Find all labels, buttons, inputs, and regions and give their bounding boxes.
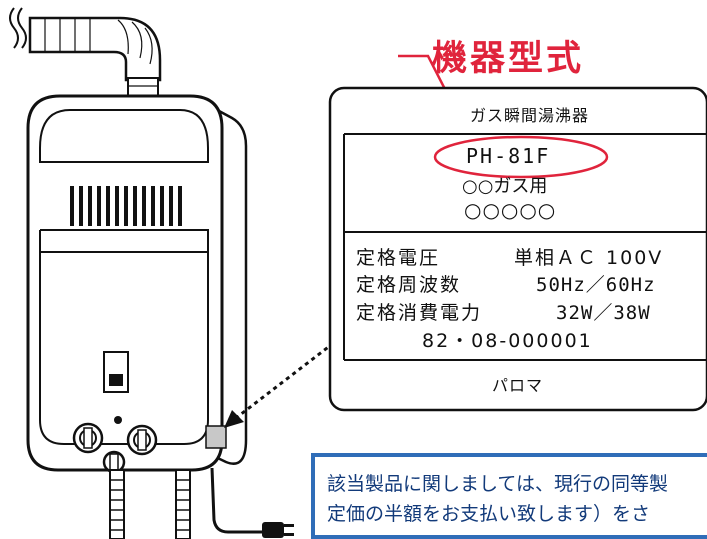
notice-box: 該当製品に関しましては、現行の同等製 定価の半額をお支払い致します）をさ — [311, 453, 707, 539]
gas-type: ○○ガス用 — [462, 176, 548, 197]
product-code: ○○○○○ — [464, 198, 557, 222]
model-highlight — [433, 135, 609, 179]
nameplate-heading: ガス瞬間湯沸器 — [470, 106, 590, 125]
water-pipe — [175, 469, 191, 539]
control-knob — [126, 424, 158, 456]
nameplate-card — [328, 86, 707, 412]
indicator-window — [103, 351, 129, 393]
water-heater — [26, 94, 248, 474]
power-cord — [210, 467, 294, 538]
arrowhead-icon — [224, 410, 244, 428]
nameplate-location — [205, 425, 227, 449]
spec-label-voltage: 定格電圧 — [356, 247, 441, 269]
callout-title: 機器型式 — [432, 39, 585, 79]
spec-label-frequency: 定格周波数 — [356, 274, 462, 296]
control-knob — [72, 422, 104, 454]
spec-label-power: 定格消費電力 — [356, 302, 483, 324]
model-number: PH-81F — [466, 144, 551, 168]
water-pipe — [109, 469, 125, 539]
spec-value-voltage: 単相ＡＣ 100V — [514, 247, 664, 269]
heat-wave-icon — [9, 7, 19, 49]
vent-grille — [70, 186, 182, 226]
maker-name: パロマ — [492, 376, 544, 395]
notice-line-1: 該当製品に関しましては、現行の同等製 — [327, 473, 669, 495]
serial-number: 82・08-000001 — [422, 330, 593, 352]
spec-value-frequency: 50Hz／60Hz — [536, 274, 656, 296]
exhaust-pipe — [28, 16, 162, 99]
pointer-arrow — [235, 336, 341, 420]
spec-value-power: 32W／38W — [556, 302, 651, 324]
pilot-dot — [114, 416, 122, 424]
notice-line-2: 定価の半額をお支払い致します）をさ — [327, 503, 651, 525]
heat-wave-icon — [17, 7, 27, 49]
